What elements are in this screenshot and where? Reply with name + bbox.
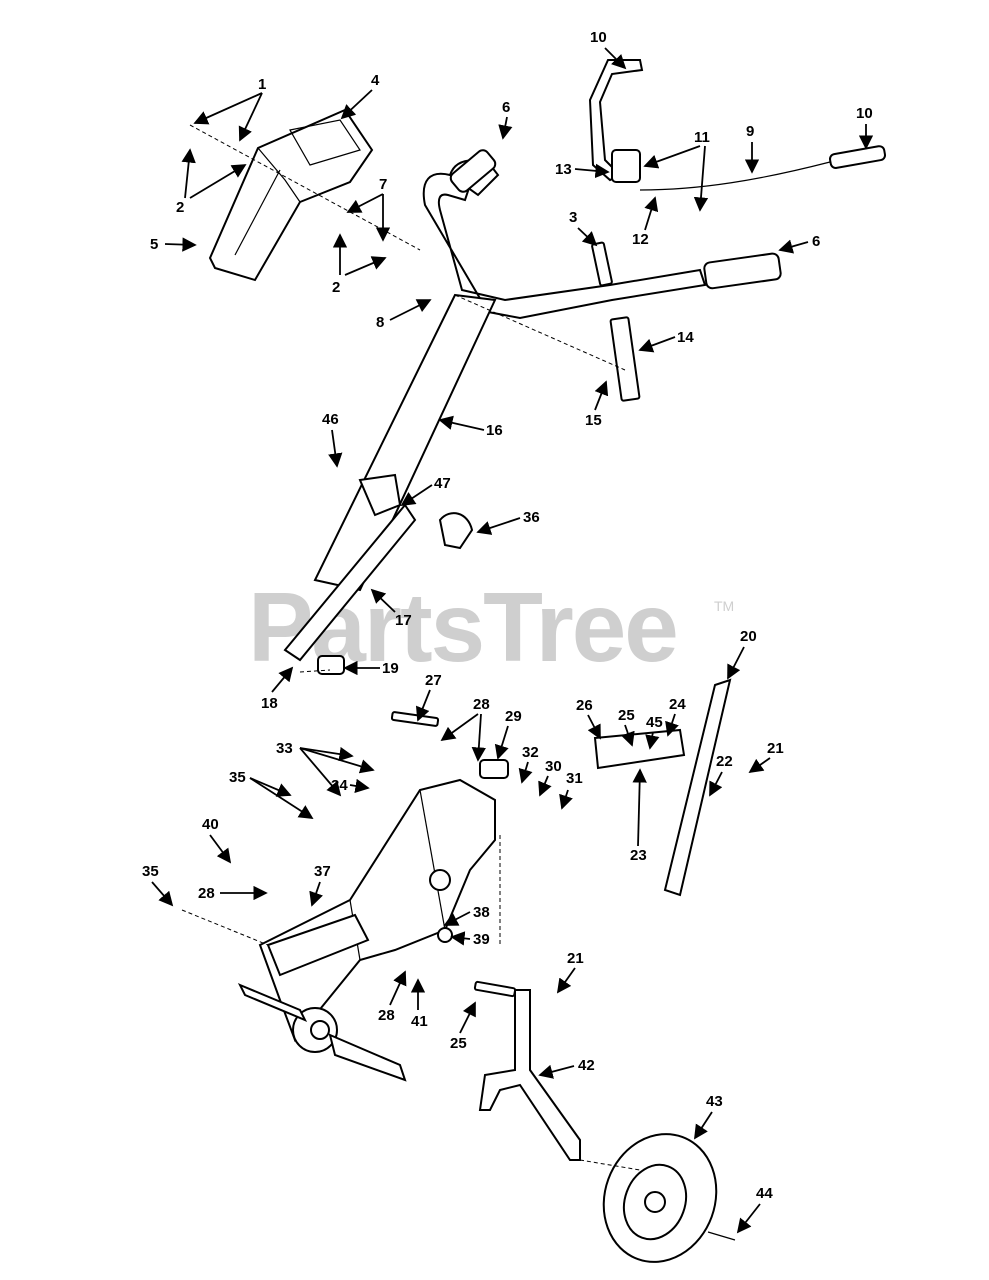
callout-42: 42 xyxy=(578,1057,595,1074)
column-tube xyxy=(283,293,641,675)
callout-39: 39 xyxy=(473,931,490,948)
callout-1: 1 xyxy=(258,76,266,93)
callout-12: 12 xyxy=(632,231,649,248)
callout-35b: 35 xyxy=(142,863,159,880)
callout-25: 25 xyxy=(618,707,635,724)
callout-4: 4 xyxy=(371,72,380,89)
callout-9: 9 xyxy=(746,123,754,140)
transmission-housing xyxy=(237,778,496,1082)
callout-40: 40 xyxy=(202,816,219,833)
callout-47: 47 xyxy=(434,475,451,492)
callout-20: 20 xyxy=(740,628,757,645)
callout-3: 3 xyxy=(569,209,577,226)
callout-10: 10 xyxy=(590,29,607,46)
callout-32: 32 xyxy=(522,744,539,761)
callout-21b: 21 xyxy=(567,950,584,967)
callout-38: 38 xyxy=(473,904,490,921)
callout-43: 43 xyxy=(706,1093,723,1110)
callout-26: 26 xyxy=(576,697,593,714)
callout-24: 24 xyxy=(669,696,686,713)
callout-44: 44 xyxy=(756,1185,773,1202)
callout-11: 11 xyxy=(694,129,710,146)
callout-45: 45 xyxy=(646,714,663,731)
callout-16: 16 xyxy=(486,422,503,439)
callout-31: 31 xyxy=(566,770,583,787)
callout-17: 17 xyxy=(395,612,412,629)
callout-2: 2 xyxy=(176,199,184,216)
callout-28: 28 xyxy=(473,696,490,713)
callout-2b: 2 xyxy=(332,279,340,296)
callout-10b: 10 xyxy=(856,105,873,122)
callout-7: 7 xyxy=(379,176,387,193)
callout-23: 23 xyxy=(630,847,647,864)
callout-6: 6 xyxy=(502,99,510,116)
handlebar xyxy=(422,149,782,320)
callout-6b: 6 xyxy=(812,233,820,250)
callout-22: 22 xyxy=(716,753,733,770)
callout-29: 29 xyxy=(505,708,522,725)
callout-18: 18 xyxy=(261,695,278,712)
callout-21: 21 xyxy=(767,740,784,757)
callout-46: 46 xyxy=(322,411,339,428)
callout-35: 35 xyxy=(229,769,246,786)
depth-bar xyxy=(390,678,732,897)
callout-27: 27 xyxy=(425,672,442,689)
shift-lever xyxy=(588,59,887,287)
callout-28c: 28 xyxy=(378,1007,395,1024)
callout-41: 41 xyxy=(411,1013,428,1030)
callout-28b: 28 xyxy=(198,885,215,902)
callout-30: 30 xyxy=(545,758,562,775)
watermark-tm: TM xyxy=(714,598,735,614)
callout-36: 36 xyxy=(523,509,540,526)
callout-34: 34 xyxy=(331,777,348,794)
callout-5: 5 xyxy=(150,236,158,253)
callout-8: 8 xyxy=(376,314,384,331)
callout-15: 15 xyxy=(585,412,602,429)
wheel-assembly xyxy=(473,980,736,1263)
callouts: 1 2 2 3 4 5 6 6 7 8 9 xyxy=(142,29,874,1234)
callout-33: 33 xyxy=(276,740,293,757)
callout-19: 19 xyxy=(382,660,399,677)
callout-25b: 25 xyxy=(450,1035,467,1052)
callout-13: 13 xyxy=(555,161,572,178)
callout-14: 14 xyxy=(677,329,694,346)
control-panel xyxy=(208,108,374,282)
callout-37: 37 xyxy=(314,863,331,880)
